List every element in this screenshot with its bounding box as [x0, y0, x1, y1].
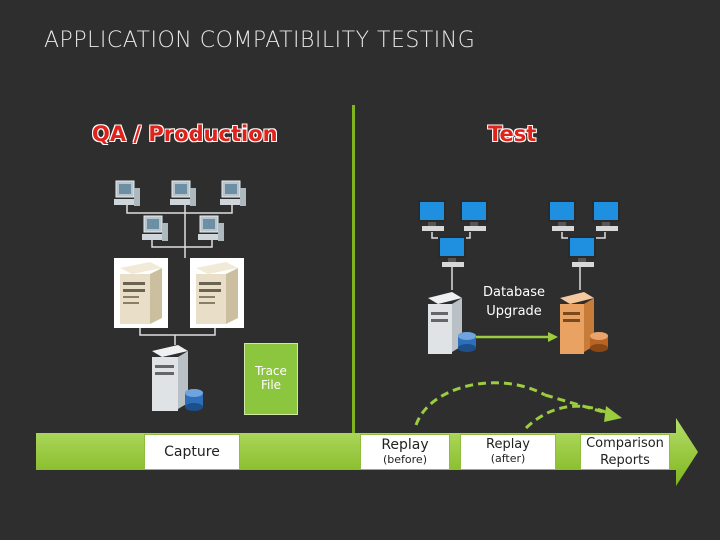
- test-heading: Test: [488, 122, 537, 146]
- computer-icon: [114, 180, 140, 206]
- database-server-icon: [152, 345, 203, 411]
- comparison-label-line2: Reports: [600, 453, 650, 468]
- database-server-icon: [428, 292, 476, 354]
- dashed-arrow-after: [524, 404, 611, 430]
- monitor-icon: [568, 236, 596, 267]
- replay-before-stage: Replay (before): [360, 434, 450, 470]
- replay-before-sublabel: (before): [383, 453, 427, 466]
- computer-icon: [220, 180, 246, 206]
- monitor-icon: [592, 200, 620, 231]
- trace-label-line1: Trace: [255, 364, 287, 378]
- server-icon: [190, 258, 244, 328]
- computer-icon: [198, 215, 224, 241]
- qa-production-heading: QA / Production: [92, 122, 278, 146]
- replay-after-sublabel: (after): [490, 452, 526, 465]
- server-icon: [114, 258, 168, 328]
- capture-label: Capture: [164, 444, 220, 460]
- section-divider: [352, 105, 355, 437]
- replay-after-stage: Replay (after): [460, 434, 556, 470]
- trace-label-line2: File: [260, 378, 282, 392]
- replay-before-label: Replay: [381, 437, 429, 453]
- trace-file-box: Trace File: [244, 343, 298, 415]
- monitor-icon: [418, 200, 446, 231]
- db-upgrade-line2: Upgrade: [486, 304, 542, 319]
- monitor-icon: [460, 200, 488, 231]
- comparison-label-line1: Comparison: [586, 436, 664, 451]
- computer-icon: [142, 215, 168, 241]
- dashed-arrow-before: [414, 381, 546, 426]
- capture-stage: Capture: [144, 434, 240, 470]
- network-lines-left: [126, 203, 233, 345]
- slide-title: APPLICATION COMPATIBILITY TESTING: [44, 28, 476, 53]
- computer-icon: [170, 180, 196, 206]
- database-upgrade-label: Database Upgrade: [474, 283, 554, 321]
- upgraded-database-server-icon: [560, 292, 608, 354]
- monitor-icon: [548, 200, 576, 231]
- comparison-reports-stage: Comparison Reports: [580, 434, 670, 470]
- db-upgrade-line1: Database: [482, 285, 546, 300]
- monitor-icon: [438, 236, 466, 267]
- replay-after-label: Replay: [486, 437, 530, 452]
